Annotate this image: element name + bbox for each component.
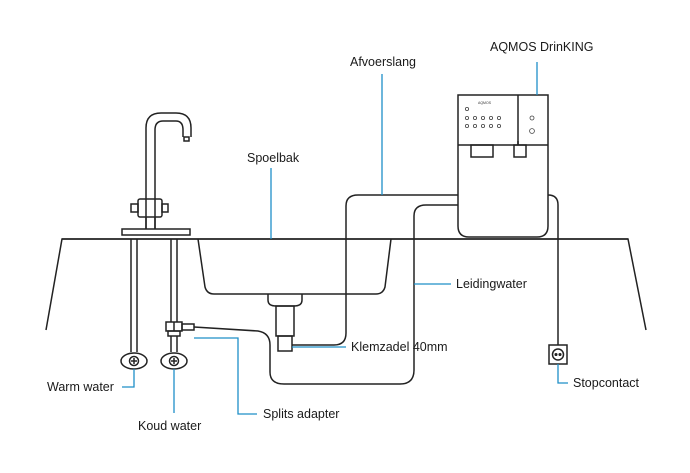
label-stopcontact: Stopcontact <box>573 376 640 390</box>
label-spoelbak: Spoelbak <box>247 151 300 165</box>
faucet <box>121 112 192 236</box>
warm-water-valve <box>120 352 148 370</box>
callout-lines <box>122 62 568 415</box>
label-drinking: AQMOS DrinKING <box>490 40 594 54</box>
cold-water-valve <box>160 352 188 370</box>
countertop <box>45 238 647 331</box>
device-buttons-icon <box>464 107 535 134</box>
drain-hose <box>292 194 559 346</box>
power-socket <box>548 344 568 365</box>
label-leidingwater: Leidingwater <box>456 277 527 291</box>
label-afvoerslang: Afvoerslang <box>350 55 416 69</box>
supply-pipes <box>130 239 195 352</box>
tap-water-tube <box>193 204 458 385</box>
sink <box>197 238 392 352</box>
drinking-device <box>457 94 549 238</box>
label-splits-adapter: Splits adapter <box>263 407 339 421</box>
label-koud-water: Koud water <box>138 419 201 433</box>
label-klemzadel: Klemzadel 40mm <box>351 340 448 354</box>
device-logo: AQMOS <box>478 101 492 105</box>
label-warm-water: Warm water <box>47 380 114 394</box>
